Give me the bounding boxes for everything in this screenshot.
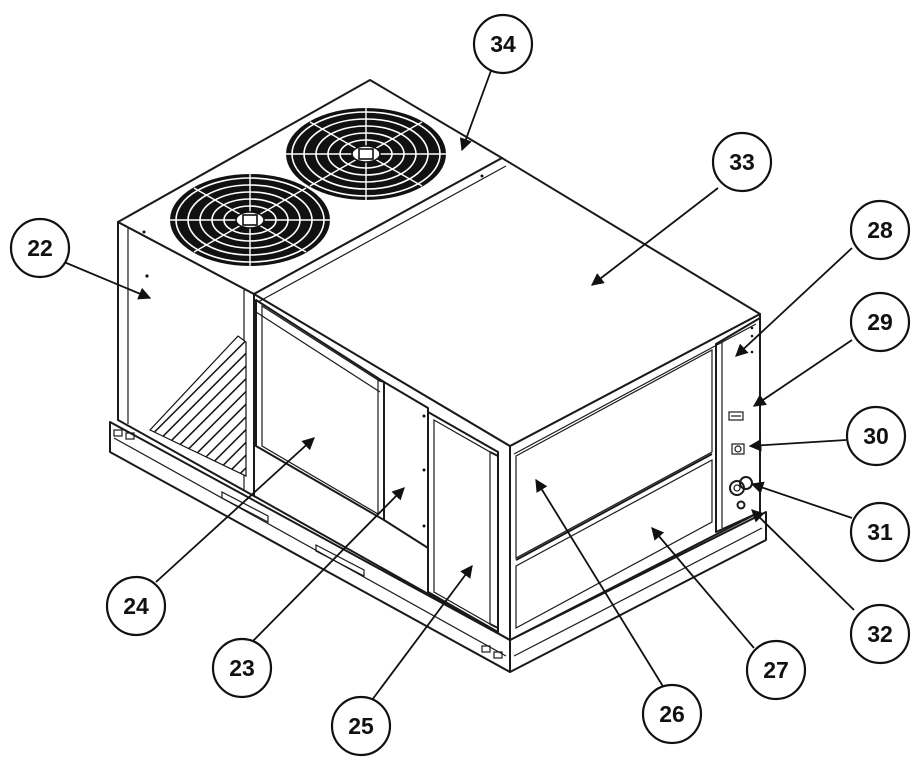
connection-32 (736, 500, 746, 510)
callout-25: 25 (330, 695, 392, 757)
callout-33: 33 (711, 131, 773, 193)
callout-30: 30 (845, 405, 907, 467)
callout-28: 28 (849, 199, 911, 261)
callout-24-label: 24 (123, 593, 149, 619)
connection-29 (728, 411, 744, 421)
callout-34-label: 34 (490, 31, 516, 57)
leader-lines (63, 67, 855, 701)
callout-27-label: 27 (763, 657, 789, 683)
callout-31: 31 (849, 501, 911, 563)
callout-32-label: 32 (867, 621, 893, 647)
condenser-fan-right (286, 108, 446, 200)
callout-32: 32 (849, 603, 911, 665)
callout-22-label: 22 (27, 235, 53, 261)
left-side-face (117, 221, 255, 497)
callout-30-label: 30 (863, 423, 889, 449)
callout-34: 34 (472, 13, 534, 75)
callout-24: 24 (105, 575, 167, 637)
condenser-fan-left (170, 174, 330, 266)
base-rail (109, 421, 767, 673)
side-connections (728, 411, 753, 510)
coil-louver-grille (149, 335, 247, 477)
callout-23: 23 (211, 637, 273, 699)
callout-22: 22 (9, 217, 71, 279)
callout-29: 29 (849, 291, 911, 353)
callout-28-label: 28 (867, 217, 893, 243)
callout-23-label: 23 (229, 655, 255, 681)
callout-26-label: 26 (659, 701, 685, 727)
callout-29-label: 29 (867, 309, 893, 335)
callout-26: 26 (641, 683, 703, 745)
connection-30 (731, 443, 745, 455)
callout-25-label: 25 (348, 713, 374, 739)
callout-27: 27 (745, 639, 807, 701)
filter-access-panel (427, 411, 499, 633)
center-post (383, 381, 429, 549)
callout-31-label: 31 (867, 519, 893, 545)
callout-33-label: 33 (729, 149, 755, 175)
